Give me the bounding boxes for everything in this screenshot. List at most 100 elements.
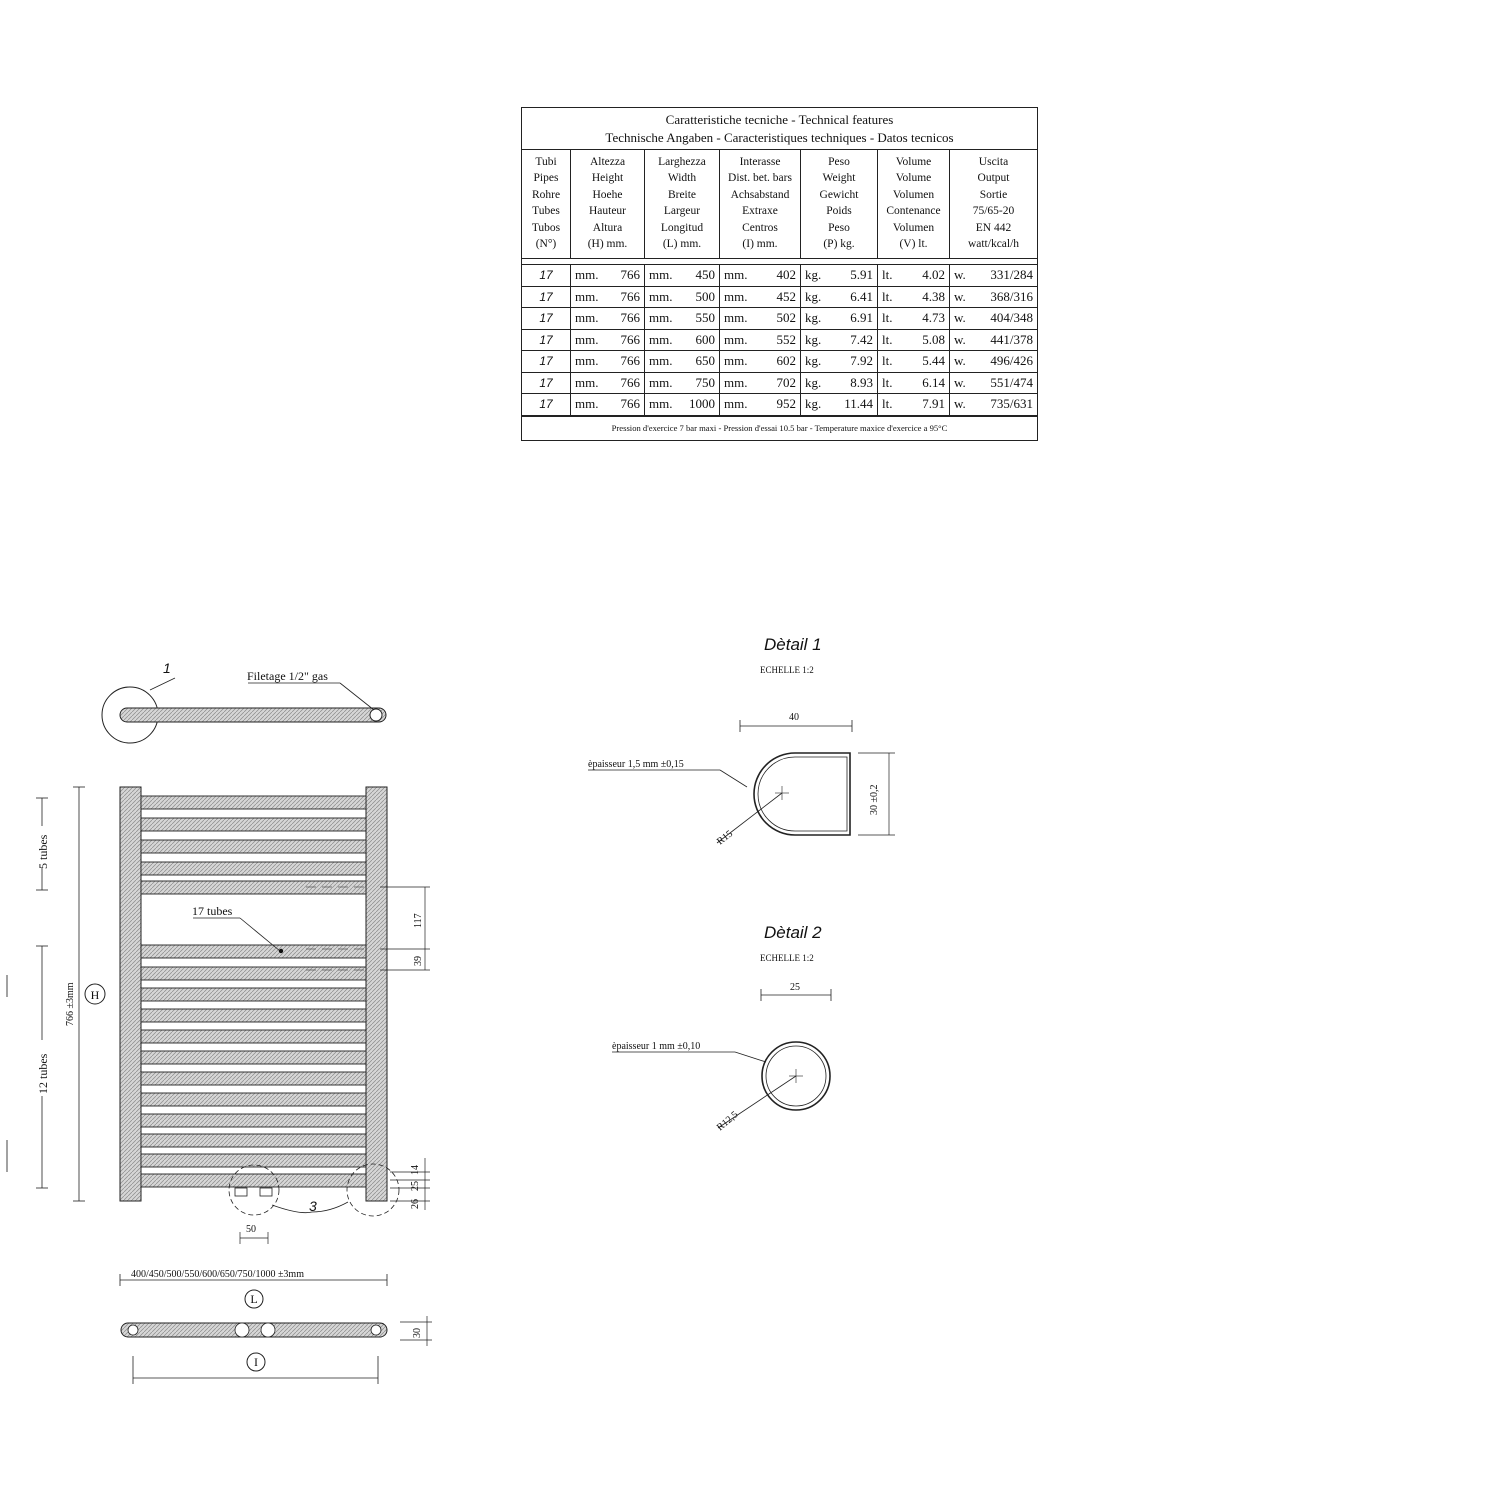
horizontal-tube [140,861,367,876]
table-header-text: Peso [828,156,850,168]
depth-dimension: 30 [412,1328,423,1338]
detail1-thickness: èpaisseur 1,5 mm ±0,15 [588,759,684,770]
table-cell-unit: mm. [649,331,673,347]
horizontal-tube [140,1008,367,1023]
table-header-text: Extraxe [742,205,778,218]
table-cell-value: 750 [695,374,716,390]
table-cell-weight: kg. 6.91 [801,308,878,329]
table-cell-unit: mm. [575,353,599,368]
horizontal-tube [140,1050,367,1065]
top-view-inlet [369,708,383,722]
valve-left [234,1187,248,1197]
table-cell-height: mm.766 [571,394,645,415]
horizontal-tube [140,1173,367,1188]
width-dimension: 400/450/500/550/600/650/750/1000 ±3mm [131,1269,304,1280]
table-cell-distance: mm.502 [720,308,801,329]
detail1-title: Dètail 1 [764,635,822,654]
table-cell-value: 650 [695,353,716,368]
table-cell-output: w.404/348 [950,308,1037,329]
table-cell-value: 766 [620,396,641,411]
horizontal-tube [140,1153,367,1168]
table-cell-unit: mm. [649,374,673,390]
table-cell-width: mm.600 [645,329,720,350]
table-cell-value: 766 [620,267,641,282]
table-cell-tubes: 17 [522,308,571,329]
tubes-top-label: 5 tubes [36,834,50,869]
top-view: 1 Filetage 1/2" gas [101,660,387,744]
table-cell-value: 766 [620,353,641,368]
table-header-text: (N°) [535,238,557,251]
table-cell-value: 6.91 [850,310,873,325]
bottom-outlet-left [234,1322,250,1338]
table-header-text: (L) mm. [662,238,702,251]
table-cell-weight: kg.6.41 [801,286,878,307]
table-cell-unit: mm. [575,374,599,390]
table-header-text: EN 442 [975,221,1012,234]
detail2-scale: ECHELLE 1:2 [760,953,814,963]
table-header-text: Altura [592,221,623,234]
table-cell-unit: lt. [882,331,893,347]
table-cell-tubes: 17 [522,351,571,372]
table-header-text: Hoehe [592,188,623,201]
detail-3-callout-left [228,1164,280,1216]
bottom-view-tube [120,1322,388,1338]
table-header-text: (H) mm. [587,238,628,251]
table-cell-volume: lt.4.02 [878,265,950,286]
table-header-text: Sortie [979,188,1008,201]
table-cell-value: 552 [776,331,797,347]
table-cell-unit: mm. [649,267,673,282]
table-cell-unit: kg. [805,310,822,325]
table-title: Caratteristiche tecniche - Technical fea… [522,108,1037,150]
table-cell-value: 452 [776,288,797,304]
horizontal-tube [140,1133,367,1148]
table-cell-unit: mm. [724,267,748,282]
table-cell-height: mm. 766 [571,351,645,372]
table-header-text: Gewicht [819,188,859,201]
table-header-text: Achsabstand [730,188,790,201]
table-cell-unit: lt. [882,396,893,411]
table-cell-distance: mm.402 [720,265,801,286]
table-cell-value: 1000 [689,396,715,411]
table-cell-value: 17 [539,354,553,368]
detail2-diameter: 25 [790,982,800,993]
table-cell-weight: kg.11.44 [801,394,878,415]
front-view: 3 17 tubes [119,786,400,1217]
table-cell-unit: mm. [575,310,599,325]
table-header-text: Weight [822,172,856,185]
detail1-height: 30 ±0,2 [869,785,880,816]
table-cell-output: w.496/426 [950,351,1037,372]
table-cell-value: 404/348 [990,310,1033,325]
horizontal-tube [140,1029,367,1044]
table-cell-value: 502 [776,310,797,325]
table-cell-unit: mm. [724,396,748,411]
table-cell-width: mm.500 [645,286,720,307]
table-cell-unit: kg. [805,353,822,368]
table-cell-unit: mm. [575,267,599,282]
table-cell-height: mm.766 [571,329,645,350]
table-cell-volume: lt.5.44 [878,351,950,372]
table-footer: Pression d'exercice 7 bar maxi - Pressio… [522,416,1037,440]
horizontal-tube [140,817,367,832]
horizontal-tube [140,880,367,895]
table-header-text: Peso [828,221,850,234]
table-cell-value: 441/378 [990,331,1033,347]
detail2-profile-inner [765,1045,827,1107]
table-cell-value: 7.91 [922,396,945,411]
table-header-text: Interasse [739,156,781,168]
table-cell-height: mm.766 [571,286,645,307]
table-header-text: Volume [895,172,932,185]
table-cell-unit: kg. [805,396,822,411]
table-cell-value: 766 [620,331,641,347]
table-cell-distance: mm.952 [720,394,801,415]
right-collector [365,786,388,1202]
table-cell-value: 550 [695,310,716,325]
callout-3-label: 3 [309,1198,317,1214]
